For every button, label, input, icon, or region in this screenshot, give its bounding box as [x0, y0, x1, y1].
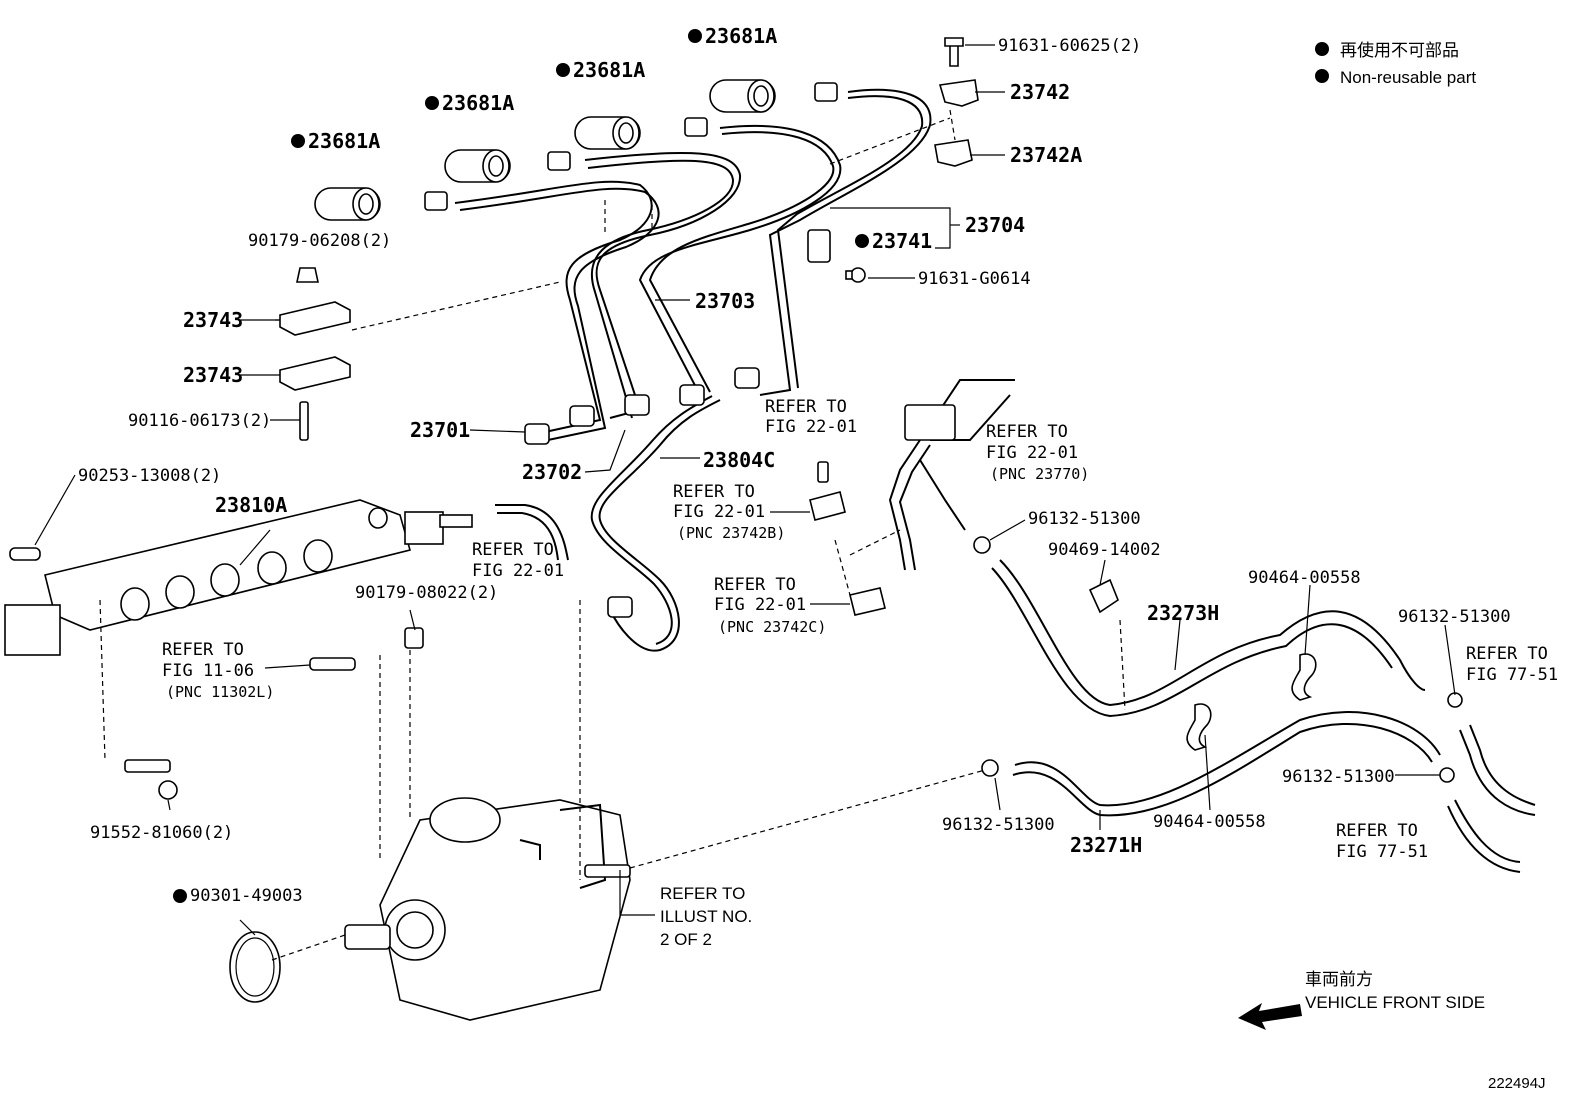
part-label: 23273H: [1147, 601, 1219, 625]
arrow-left-icon: [1238, 1003, 1302, 1030]
refer-note: REFER TO: [1466, 644, 1548, 664]
pipe-clamps: [807, 37, 979, 283]
part-label: 90464-00558: [1153, 812, 1266, 832]
fuel-hoses: [495, 379, 1536, 873]
refer-note: REFER TO: [673, 482, 755, 502]
non-reusable-dot-icon: [855, 234, 869, 248]
non-reusable-dot-icon: [688, 29, 702, 43]
part-label: 90253-13008(2): [78, 466, 221, 486]
part-label: 23681A: [573, 58, 645, 82]
refer-note: REFER TO: [660, 884, 745, 903]
part-label: 23742: [1010, 80, 1070, 104]
front-en: VEHICLE FRONT SIDE: [1305, 993, 1485, 1012]
refer-note: REFER TO: [765, 397, 847, 417]
refer-note: FIG 22-01: [714, 595, 806, 615]
non-reusable-dot-icon: [1315, 42, 1329, 56]
refer-note: 2 OF 2: [660, 930, 712, 949]
non-reusable-dot-icon: [1315, 69, 1329, 83]
non-reusable-markers: [173, 29, 869, 903]
part-label: 23701: [410, 418, 470, 442]
refer-note: ILLUST NO.: [660, 907, 752, 926]
refer-note: FIG 22-01: [472, 561, 564, 581]
leader-lines: [34, 44, 1456, 936]
non-reusable-dot-icon: [425, 96, 439, 110]
legend: 再使用不可部品 Non-reusable part: [1315, 40, 1476, 87]
part-label: 90116-06173(2): [128, 411, 271, 431]
part-label: 23743: [183, 308, 243, 332]
part-label: 23704: [965, 213, 1025, 237]
non-reusable-dot-icon: [173, 889, 187, 903]
refer-note: REFER TO: [986, 422, 1068, 442]
nozzle-sleeves: [314, 79, 776, 221]
part-label: 96132-51300: [1398, 607, 1511, 627]
part-label: 90179-08022(2): [355, 583, 498, 603]
part-label: 23271H: [1070, 833, 1142, 857]
refer-note: FIG 77-51: [1336, 842, 1428, 862]
nozzle-sleeve-3: [574, 116, 641, 150]
part-label: 96132-51300: [1282, 767, 1395, 787]
legend-en: Non-reusable part: [1340, 68, 1476, 87]
hose-clips: [809, 461, 1463, 783]
pipe-nuts: [424, 82, 838, 618]
refer-note: FIG 22-01: [765, 417, 857, 437]
part-label: 90464-00558: [1248, 568, 1361, 588]
part-label: 23702: [522, 460, 582, 484]
part-label: 91631-60625(2): [998, 36, 1141, 56]
part-label: 23681A: [442, 91, 514, 115]
refer-note: FIG 11-06: [162, 661, 254, 681]
nozzle-sleeve-4: [709, 79, 776, 113]
legend-jp: 再使用不可部品: [1340, 40, 1459, 60]
non-reusable-dot-icon: [556, 63, 570, 77]
part-label: 23804C: [703, 448, 775, 472]
refer-note: REFER TO: [162, 640, 244, 660]
common-rail: [4, 499, 473, 800]
refer-note: (PNC 23742C): [718, 618, 826, 636]
refer-note: FIG 77-51: [1466, 665, 1558, 685]
part-label: 91631-G0614: [918, 269, 1031, 289]
clamp-blocks: [279, 267, 351, 441]
refer-note: REFER TO: [1336, 821, 1418, 841]
refer-note: (PNC 11302L): [166, 683, 274, 701]
refer-note: FIG 22-01: [986, 443, 1078, 463]
part-label: 90301-49003: [190, 886, 303, 906]
part-label: 96132-51300: [942, 815, 1055, 835]
illustration-id: 222494J: [1488, 1075, 1546, 1092]
refer-note: REFER TO: [714, 575, 796, 595]
nozzle-sleeve-1: [314, 187, 381, 221]
injection-pipes: [454, 88, 932, 652]
refer-note: FIG 22-01: [673, 502, 765, 522]
part-label: 23810A: [215, 493, 287, 517]
front-jp: 車両前方: [1305, 970, 1373, 989]
non-reusable-dot-icon: [291, 134, 305, 148]
part-label: 23741: [872, 229, 932, 253]
reference-notes: REFER TO FIG 22-01 REFER TO FIG 22-01 (P…: [162, 397, 1558, 949]
part-label: 91552-81060(2): [90, 823, 233, 843]
part-label: 23681A: [308, 129, 380, 153]
refer-note: (PNC 23770): [990, 465, 1089, 483]
vehicle-front-indicator: 車両前方 VEHICLE FRONT SIDE: [1238, 970, 1485, 1030]
part-label: 23681A: [705, 24, 777, 48]
refer-note: REFER TO: [472, 540, 554, 560]
alignment-lines: [99, 109, 1126, 961]
part-labels: 23681A 23681A 23681A 23681A 91631-60625(…: [78, 24, 1511, 906]
part-label: 23703: [695, 289, 755, 313]
refer-note: (PNC 23742B): [677, 524, 785, 542]
part-label: 90469-14002: [1048, 540, 1161, 560]
part-label: 90179-06208(2): [248, 231, 391, 251]
part-label: 23743: [183, 363, 243, 387]
supply-pump: [229, 797, 631, 1021]
part-label: 23742A: [1010, 143, 1082, 167]
part-label: 96132-51300: [1028, 509, 1141, 529]
nozzle-sleeve-2: [444, 149, 511, 183]
